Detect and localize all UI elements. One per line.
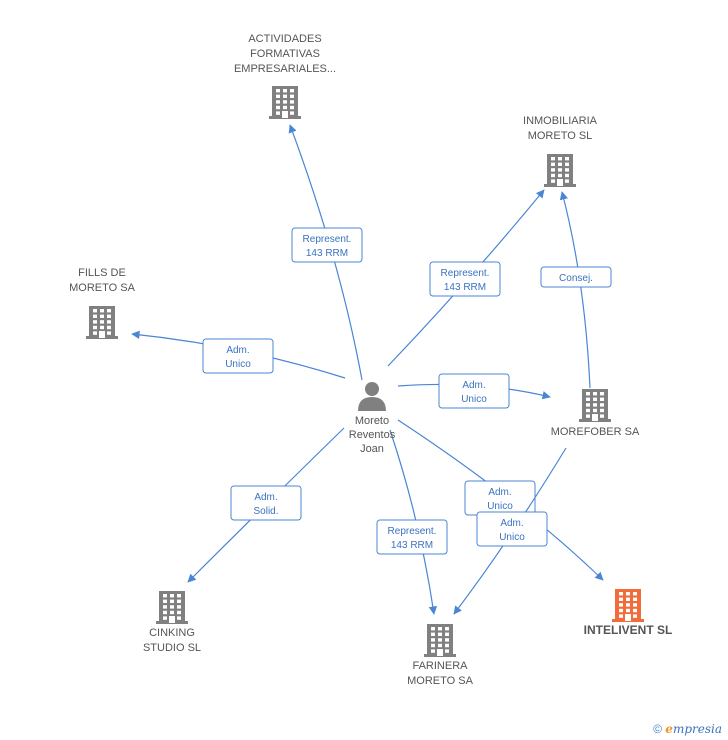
node-label: MORETO SA — [407, 675, 473, 687]
edge-label-box — [429, 261, 501, 297]
node-label: Reventos — [349, 429, 396, 441]
edge-label-text: 143 RRM — [391, 540, 433, 551]
edge-label-text: Represent. — [441, 268, 490, 279]
edge-label-text: Adm. — [462, 380, 485, 391]
edge-line — [559, 191, 591, 389]
edge-label-text: Represent. — [388, 526, 437, 537]
edge-cinking-from-center[interactable]: Adm. Solid. — [187, 427, 345, 583]
building-icon — [269, 86, 301, 119]
footer-brand: © empresia — [653, 722, 722, 736]
edge-label-box — [438, 373, 510, 409]
node-actividades[interactable]: ACTIVIDADES FORMATIVAS EMPRESARIALES... — [234, 33, 336, 119]
edges-layer: Represent. 143 RRM Represent. 143 RRM Adm. Un… — [131, 124, 612, 615]
edge-actividades-from-center[interactable]: Represent. 143 RRM — [288, 124, 363, 381]
edge-label-text: Unico — [499, 532, 525, 543]
edge-label-text: Adm. — [500, 518, 523, 529]
edge-label-box — [202, 338, 274, 374]
edge-label-text: 143 RRM — [306, 248, 348, 259]
edge-label-box — [376, 519, 448, 555]
node-label: MORETO SA — [69, 282, 135, 294]
edge-label-text: Unico — [225, 359, 251, 370]
edge-farinera-from-center[interactable]: Represent. 143 RRM — [376, 429, 448, 615]
edge-label-text: Unico — [487, 501, 513, 512]
node-label: ACTIVIDADES — [248, 33, 321, 45]
edge-label-text: Adm. — [488, 487, 511, 498]
edge-morefober-from-center[interactable]: Adm. Unico — [397, 373, 551, 409]
copyright-symbol: © — [653, 722, 662, 736]
node-label: INTELIVENT SL — [584, 623, 673, 637]
node-label: MOREFOBER SA — [551, 426, 640, 438]
edge-label-text: Adm. — [226, 345, 249, 356]
node-morefober[interactable]: MOREFOBER SA — [551, 389, 640, 438]
building-icon — [612, 589, 644, 622]
edge-label-box — [230, 485, 302, 521]
node-farinera[interactable]: FARINERA MORETO SA — [407, 624, 474, 687]
node-inmobiliaria[interactable]: INMOBILIARIA MORETO SL — [523, 115, 598, 187]
person-icon — [358, 382, 386, 411]
building-icon — [86, 306, 118, 339]
edge-label-text: Unico — [461, 394, 487, 405]
node-intelivent[interactable]: INTELIVENT SL — [584, 589, 673, 637]
node-label: FILLS DE — [78, 267, 126, 279]
building-icon — [156, 591, 188, 624]
node-cinking[interactable]: CINKING STUDIO SL — [143, 591, 201, 654]
edge-label-box — [291, 227, 363, 263]
edge-label-text: Solid. — [253, 506, 278, 517]
node-label: CINKING — [149, 627, 195, 639]
edge-label-text: 143 RRM — [444, 282, 486, 293]
node-fills[interactable]: FILLS DE MORETO SA — [69, 267, 136, 339]
edge-farinera-from-morefober[interactable]: Adm. Unico — [453, 447, 567, 615]
edge-label-box — [476, 511, 548, 547]
edge-fills-from-center[interactable]: Adm. Unico — [131, 330, 346, 379]
edge-label-text: Adm. — [254, 492, 277, 503]
node-label: Joan — [360, 443, 384, 455]
edge-intelivent-from-center[interactable]: Adm. Unico — [397, 419, 604, 581]
edge-label-text: Represent. — [303, 234, 352, 245]
node-label: FARINERA — [412, 660, 468, 672]
building-icon — [544, 154, 576, 187]
node-label: STUDIO SL — [143, 642, 201, 654]
node-label: MORETO SL — [528, 130, 593, 142]
building-icon — [579, 389, 611, 422]
edge-inmobiliaria-from-center[interactable]: Represent. 143 RRM — [387, 189, 545, 367]
edge-inmobiliaria-from-morefober[interactable]: Consej. — [540, 191, 612, 389]
building-icon — [424, 624, 456, 657]
node-label: Moreto — [355, 415, 389, 427]
node-label: FORMATIVAS — [250, 48, 320, 60]
node-label: EMPRESARIALES... — [234, 63, 336, 75]
brand-logo[interactable]: empresia — [665, 722, 722, 736]
node-label: INMOBILIARIA — [523, 115, 598, 127]
edge-label-box — [540, 266, 612, 288]
edge-label-text: Consej. — [559, 273, 593, 284]
